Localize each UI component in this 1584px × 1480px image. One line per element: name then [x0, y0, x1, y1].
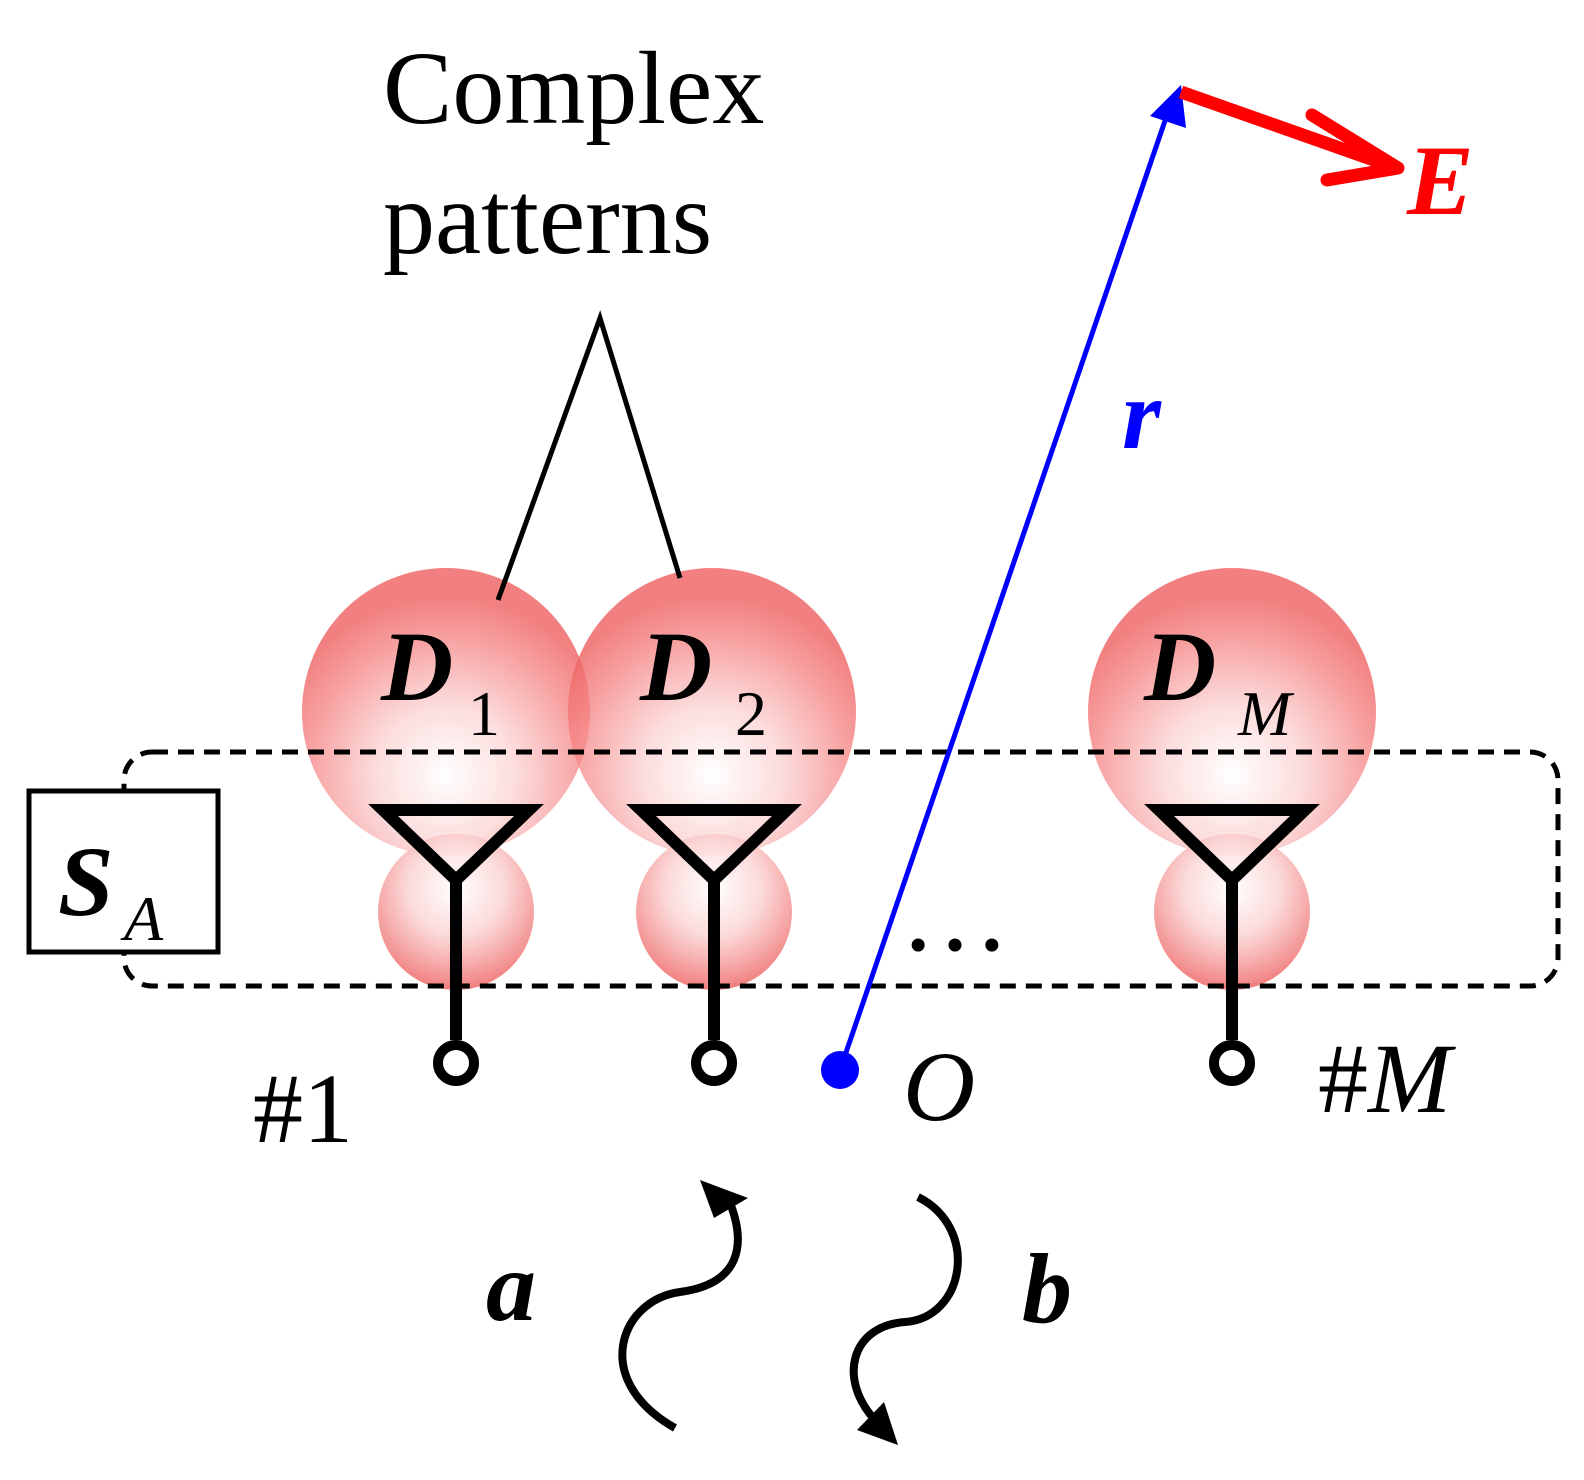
- position-vector-arrowhead: [1150, 85, 1186, 128]
- port-label-m: M: [1366, 1023, 1456, 1134]
- callout-text-line2: patterns: [383, 161, 712, 276]
- pattern-label-m-subscript: M: [1237, 678, 1295, 749]
- field-vector: [1178, 85, 1391, 172]
- wave-b-arrowhead: [857, 1402, 898, 1445]
- antenna-m-port: [1209, 1040, 1255, 1086]
- antenna-1: [368, 804, 544, 1086]
- field-vector-label: E: [1406, 125, 1474, 236]
- antenna-m: [1144, 804, 1320, 1086]
- pattern-label-1-subscript: 1: [468, 678, 500, 749]
- position-vector-label: r: [1122, 359, 1162, 470]
- wave-b-arrow: [849, 1193, 962, 1423]
- callout-text-line1: Complex: [383, 31, 764, 146]
- antenna-1-port: [433, 1040, 479, 1086]
- scattering-matrix-box: S A: [26, 788, 221, 955]
- port-label-m-hash: #: [1318, 1023, 1368, 1134]
- pattern-label-2: D: [639, 611, 712, 722]
- pattern-label-m: D: [1143, 611, 1216, 722]
- port-label-1: #1: [253, 1053, 353, 1164]
- antenna-2: [626, 804, 802, 1086]
- wave-a-arrowhead: [700, 1180, 748, 1218]
- pattern-label-1: D: [380, 611, 453, 722]
- antenna-2-triangle: [626, 804, 802, 889]
- antenna-2-port: [691, 1040, 737, 1086]
- position-vector: [837, 111, 1171, 1071]
- antenna-1-triangle: [368, 804, 544, 889]
- origin-label: O: [903, 1031, 975, 1142]
- antenna-m-triangle: [1144, 804, 1320, 889]
- pattern-label-2-subscript: 2: [735, 678, 767, 749]
- wave-a-label: a: [486, 1231, 536, 1342]
- scattering-matrix-subscript: A: [120, 883, 164, 954]
- callout-lines: [495, 310, 683, 601]
- wave-b-label: b: [1022, 1233, 1072, 1344]
- wave-a-arrow: [618, 1196, 742, 1432]
- scattering-matrix-symbol: S: [58, 826, 114, 937]
- field-vector-arrowhead: [1305, 108, 1405, 187]
- ellipsis: …: [900, 852, 1010, 974]
